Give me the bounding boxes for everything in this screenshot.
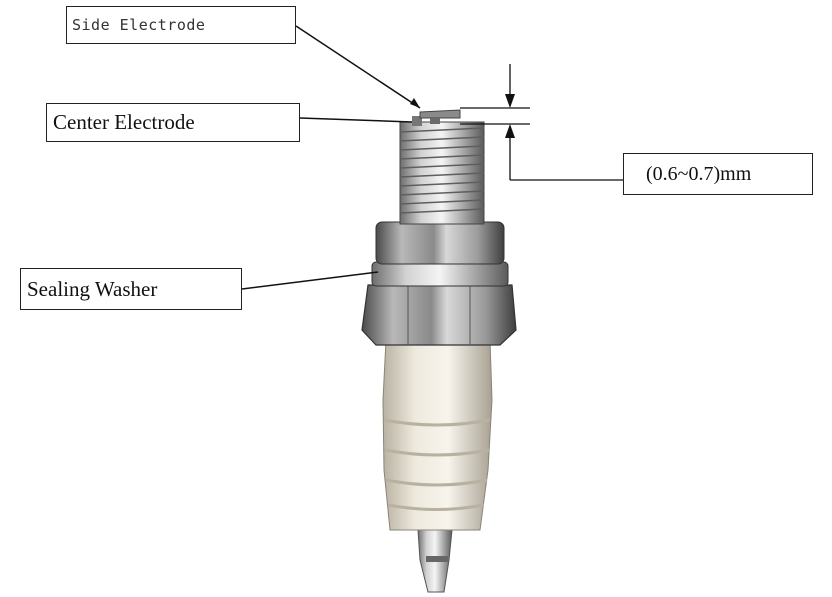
callout-side-electrode-label: Side Electrode <box>72 16 206 34</box>
terminal-post <box>417 529 453 593</box>
leader-arrowhead-side <box>410 98 420 108</box>
leader-line-sealing-washer <box>241 271 379 290</box>
hex-nut <box>361 284 517 346</box>
callout-electrode-gap-label: (0.6~0.7)mm <box>646 162 752 185</box>
leader-line-center-electrode <box>299 117 413 123</box>
callout-sealing-washer-label: Sealing Washer <box>27 276 158 301</box>
callout-center-electrode-label: Center Electrode <box>53 110 195 134</box>
callout-side-electrode: Side Electrode <box>66 6 296 44</box>
callout-sealing-washer: Sealing Washer <box>20 268 242 310</box>
dimension-arrow-up <box>505 124 515 138</box>
leader-lines <box>241 25 421 290</box>
electrodes <box>412 109 461 126</box>
dimension-arrow-down <box>505 94 515 108</box>
upper-collar <box>375 221 505 265</box>
callout-center-electrode: Center Electrode <box>46 103 300 142</box>
ceramic-insulator <box>382 339 493 531</box>
callout-electrode-gap: (0.6~0.7)mm <box>623 153 813 195</box>
sealing-washer <box>371 261 509 287</box>
threaded-shank <box>399 121 485 225</box>
leader-line-side-electrode <box>295 25 421 109</box>
